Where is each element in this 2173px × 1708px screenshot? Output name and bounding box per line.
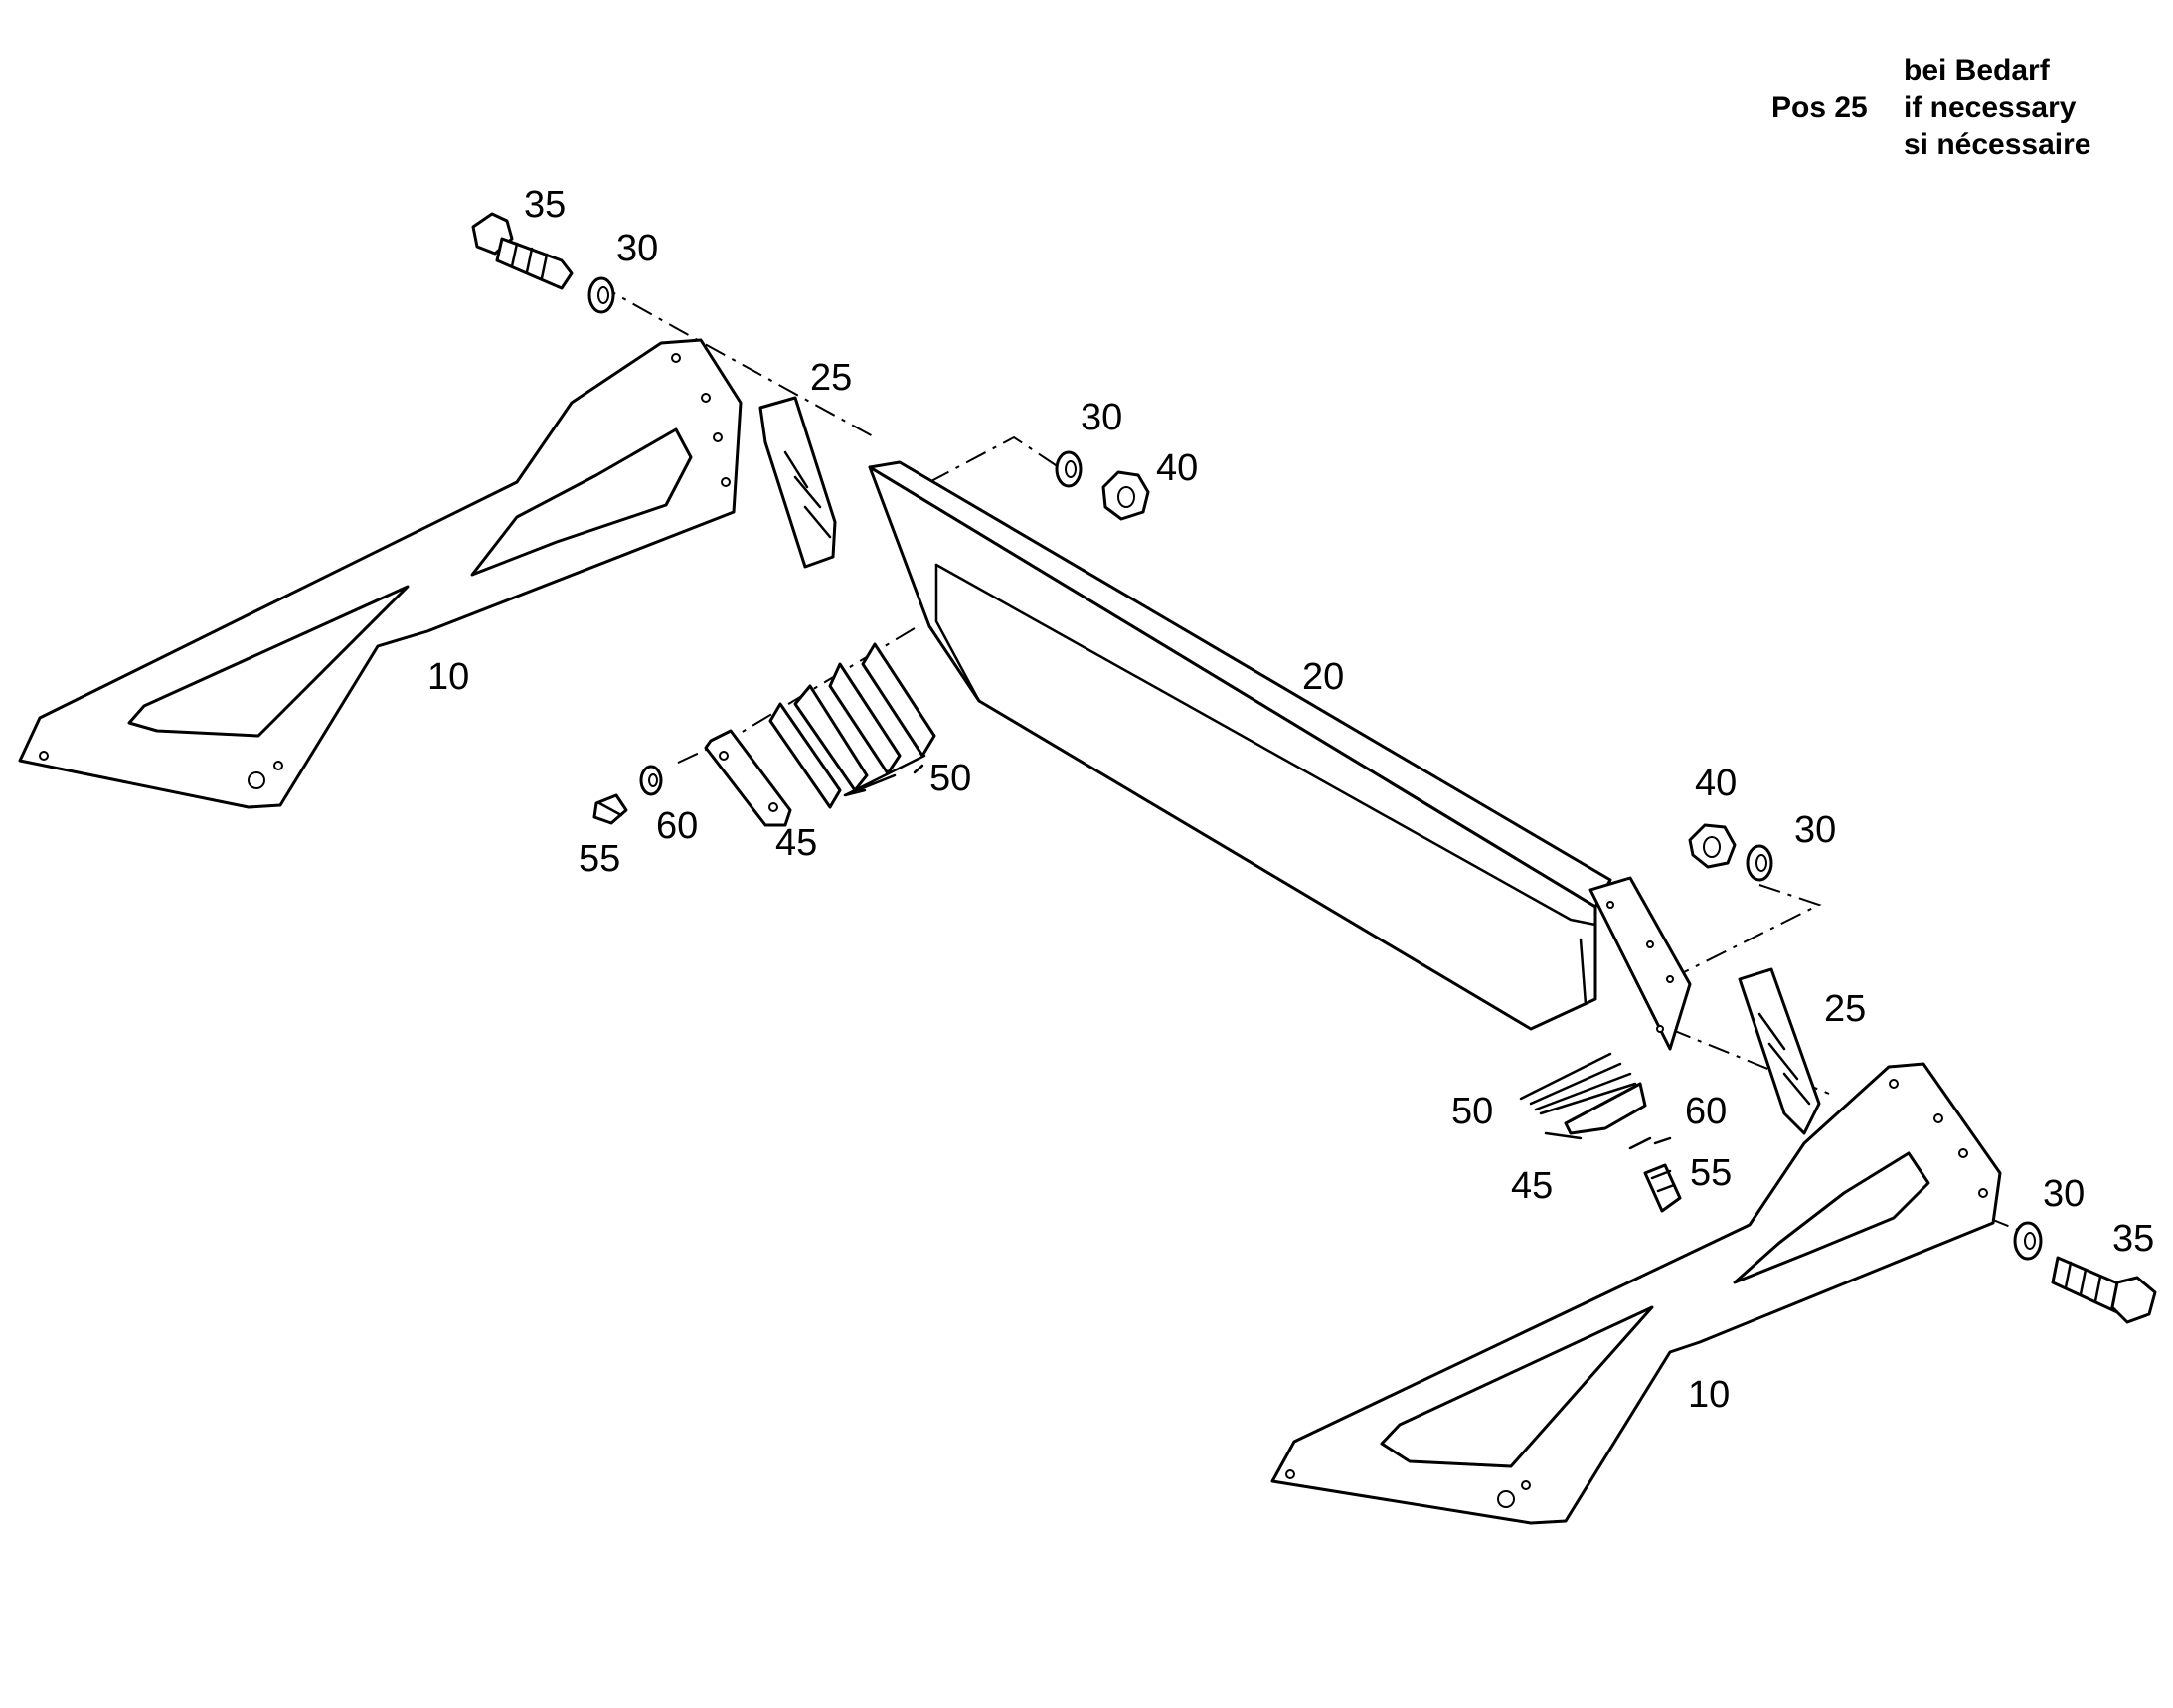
washer-right-bottom xyxy=(2013,1221,2043,1261)
note-line-fr: si nécessaire xyxy=(1904,128,2090,161)
label-shims-left: 50 xyxy=(929,758,971,799)
bracket-right xyxy=(1738,967,1821,1135)
note-line-en: if necessary xyxy=(1904,91,2077,124)
washer-small-right xyxy=(1628,1136,1652,1150)
plate-right xyxy=(1564,1082,1647,1135)
bracket-left xyxy=(758,396,837,569)
label-washer-left-top: 30 xyxy=(616,228,658,269)
part-labels: 35 30 25 30 40 10 20 50 45 60 55 40 30 2… xyxy=(427,184,2154,1416)
shims-left xyxy=(768,642,936,809)
label-nut-right: 40 xyxy=(1695,763,1737,804)
nut-right xyxy=(1688,823,1737,869)
note-line-de: bei Bedarf xyxy=(1904,54,2051,86)
label-nut-left: 40 xyxy=(1156,447,1198,489)
washer-left-top xyxy=(587,276,615,314)
note-block: Pos 25 bei Bedarf if necessary si nécess… xyxy=(1771,54,2090,161)
screw-left xyxy=(592,793,628,825)
nut-left xyxy=(1101,470,1150,521)
label-washer-right-top: 30 xyxy=(1794,809,1836,851)
frame-right xyxy=(1270,1062,2002,1525)
panel-main xyxy=(868,460,1692,1051)
label-washer-small-right: 60 xyxy=(1685,1091,1727,1132)
leader-lines xyxy=(913,764,1672,1145)
bolt-right xyxy=(2051,1256,2157,1324)
label-screw-right: 55 xyxy=(1690,1152,1732,1194)
label-bolt-left: 35 xyxy=(524,184,566,226)
label-bracket-left: 25 xyxy=(810,357,852,399)
washer-mid-left xyxy=(1055,450,1083,488)
frame-left xyxy=(18,338,743,809)
shims-right xyxy=(1519,1052,1637,1115)
label-washer-mid-left: 30 xyxy=(1081,397,1122,438)
label-shims-right: 50 xyxy=(1451,1091,1493,1132)
plate-left xyxy=(704,729,792,827)
label-frame-left: 10 xyxy=(427,656,469,698)
label-plate-left: 45 xyxy=(775,822,817,864)
note-pos-label: Pos 25 xyxy=(1771,91,1868,124)
label-plate-right: 45 xyxy=(1511,1165,1553,1207)
label-frame-right: 10 xyxy=(1688,1374,1730,1416)
bolt-left xyxy=(471,212,574,290)
label-washer-right-bottom: 30 xyxy=(2043,1173,2085,1215)
label-bracket-right: 25 xyxy=(1824,988,1866,1030)
label-bolt-right: 35 xyxy=(2112,1218,2154,1260)
label-screw-left: 55 xyxy=(579,838,620,880)
label-washer-small-left: 60 xyxy=(656,805,698,847)
washer-right-top xyxy=(1746,844,1773,882)
washer-small-left xyxy=(639,765,663,796)
label-panel: 20 xyxy=(1302,656,1344,698)
screw-right xyxy=(1643,1163,1682,1213)
